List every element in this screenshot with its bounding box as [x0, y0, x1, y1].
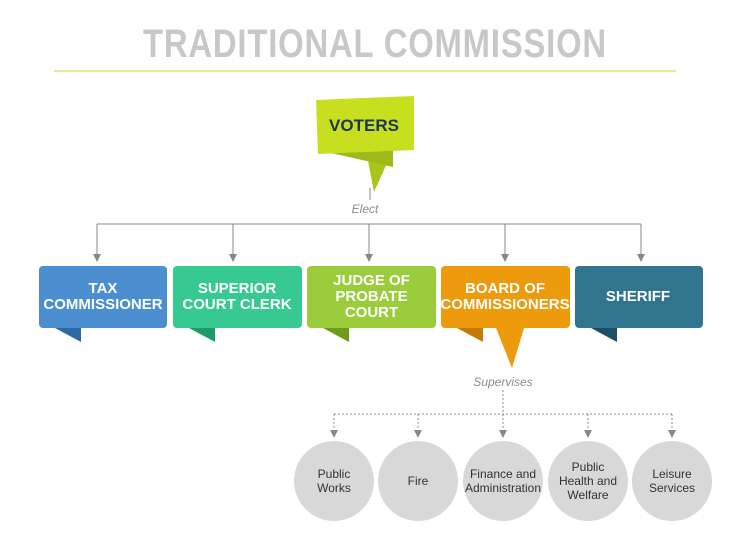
voters-fold — [318, 150, 393, 167]
department-public-works: Public Works — [317, 467, 351, 495]
page-title: TRADITIONAL COMMISSION — [143, 22, 607, 66]
office-box-5 — [575, 266, 703, 328]
office-box-1 — [39, 266, 167, 328]
board-pointer — [496, 328, 524, 368]
department-circle-3 — [463, 441, 543, 521]
office-fold-5 — [591, 328, 617, 342]
elect-label: Elect — [351, 202, 379, 216]
department-finance-and-administration: Finance and Administration — [464, 467, 542, 495]
office-fold-3 — [323, 328, 349, 342]
office-box-2 — [173, 266, 302, 328]
office-tax-commissioner: TAX COMMISSIONER — [43, 280, 163, 313]
department-public-health-and-welfare: Public Health and Welfare — [558, 460, 618, 502]
voters-banner — [316, 96, 414, 154]
office-sheriff: SHERIFF — [605, 288, 671, 305]
department-leisure-services: Leisure Services — [648, 467, 695, 495]
supervises-label: Supervises — [473, 375, 533, 389]
office-box-4 — [441, 266, 570, 328]
office-box-3 — [307, 266, 436, 328]
title-underline — [54, 70, 676, 72]
department-circle-4 — [548, 441, 628, 521]
department-circle-1 — [294, 441, 374, 521]
office-fold-1 — [55, 328, 81, 342]
office-board-of-commissioners: BOARD OF COMMISSIONERS — [440, 280, 570, 313]
office-superior-court-clerk: SUPERIOR COURT CLERK — [182, 280, 292, 313]
office-judge-of-probate-court: JUDGE OF PROBATE COURT — [333, 272, 410, 321]
office-fold-2 — [189, 328, 215, 342]
voters-label: VOTERS — [329, 116, 399, 135]
department-circle-5 — [632, 441, 712, 521]
department-fire: Fire — [407, 474, 429, 488]
office-fold-4 — [457, 328, 483, 342]
department-circle-2 — [378, 441, 458, 521]
